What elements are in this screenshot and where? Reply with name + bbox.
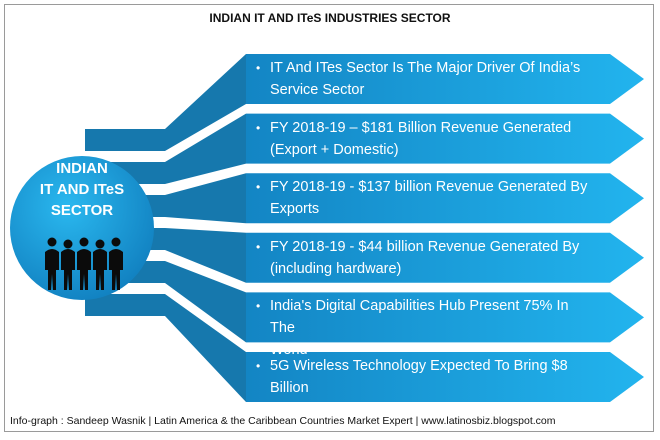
hub-line-2: IT AND ITeS	[39, 181, 125, 198]
bullet-icon: •	[256, 61, 261, 75]
arrow-banner	[246, 292, 644, 343]
arrow-banner	[246, 113, 644, 164]
bullet-icon: •	[256, 239, 261, 254]
item-line-1: 5G Wireless Technology Expected To Bring…	[270, 358, 568, 396]
infographic-frame	[4, 4, 654, 432]
item-line-1: FY 2018-19 - $137 billion Revenue Genera…	[270, 179, 588, 196]
infographic-title: INDIAN IT AND ITeS INDUSTRIES SECTOR	[209, 11, 451, 25]
item-line-1: FY 2018-19 – $181 Billion Revenue Genera…	[270, 119, 572, 136]
bullet-icon: •	[256, 359, 261, 373]
connector-band	[85, 113, 246, 184]
list-item: • India's Digital Capabilities Hub Prese…	[246, 292, 644, 358]
arrow-banner	[246, 54, 644, 104]
arrow-banner	[246, 173, 644, 224]
list-item: • FY 2018-19 – $181 Billion Revenue Gene…	[246, 114, 644, 164]
list-item: • IT And ITes Sector Is The Major Driver…	[246, 54, 644, 104]
item-line-2: World	[270, 342, 308, 359]
item-line-1: FY 2018-19 - $44 billion Revenue Generat…	[270, 238, 580, 255]
arrow-banner	[246, 232, 644, 283]
list-item: • 5G Wireless Technology Expected To Bri…	[246, 352, 644, 418]
list-item: • FY 2018-19 - $137 billion Revenue Gene…	[246, 173, 644, 223]
list-item: • FY 2018-19 - $44 billion Revenue Gener…	[246, 233, 644, 283]
arrow-banner	[246, 352, 644, 402]
bullet-icon: •	[256, 299, 261, 314]
connector-band	[85, 294, 246, 402]
connector-band	[85, 54, 246, 151]
item-line-1: India's Digital Capabilities Hub Present…	[270, 298, 569, 337]
item-line-2: Exports	[270, 201, 320, 218]
bullet-icon: •	[256, 180, 261, 195]
item-line-2: (including hardware)	[270, 260, 402, 277]
item-line-1: IT And ITes Sector Is The Major Driver O…	[270, 60, 581, 76]
item-line-2: Global Business Formation IT Services Fi…	[270, 402, 561, 418]
hub-line-1: INDIAN	[56, 160, 108, 177]
hub-line-3: SECTOR	[50, 202, 114, 219]
people-silhouette-icon	[45, 237, 123, 290]
item-line-2: (Export + Domestic)	[270, 141, 399, 158]
bullet-icon: •	[256, 120, 261, 135]
footer-credit: Info-graph : Sandeep Wasnik | Latin Amer…	[10, 415, 556, 427]
hub-label: INDIAN IT AND ITeS SECTOR	[10, 158, 154, 221]
item-line-2: Service Sector	[270, 82, 365, 98]
